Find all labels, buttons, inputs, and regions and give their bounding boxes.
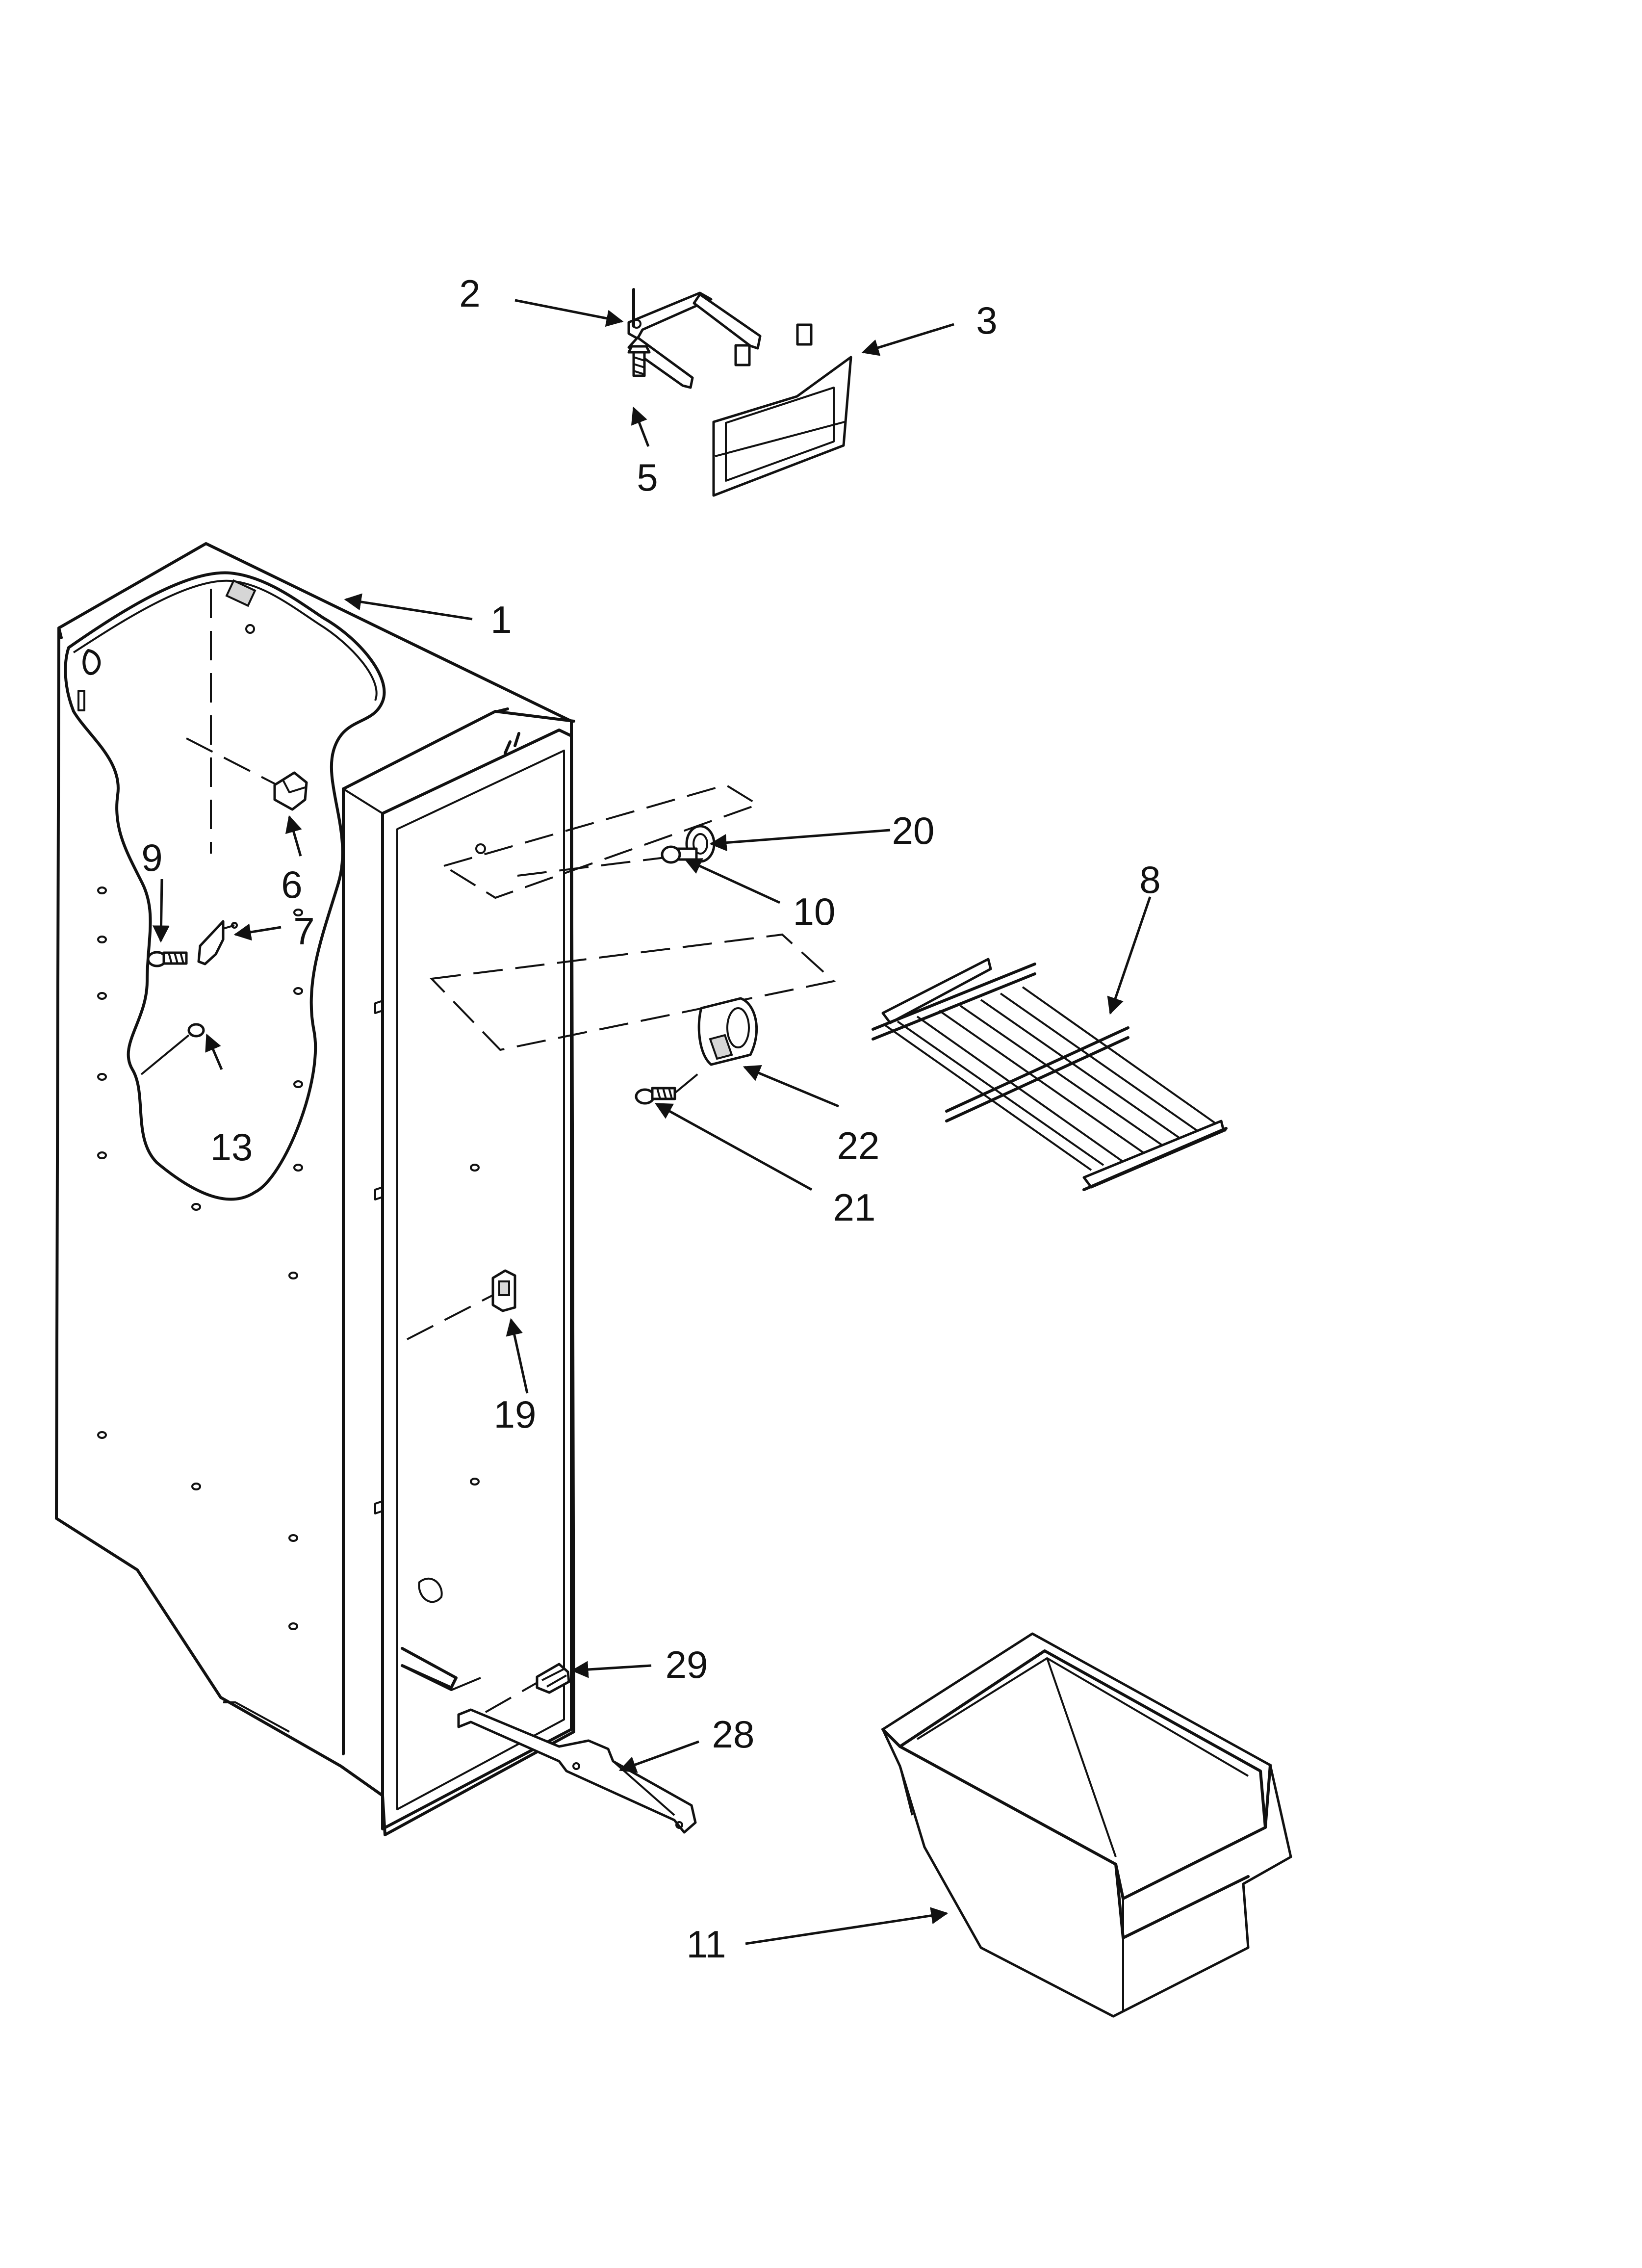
screw-part-10 bbox=[661, 845, 698, 864]
callout-11: 11 bbox=[687, 1923, 726, 1966]
screw-part-29 bbox=[536, 1663, 570, 1694]
liner-holes bbox=[97, 843, 486, 1630]
callout-19: 19 bbox=[494, 1393, 537, 1436]
callout-9: 9 bbox=[141, 836, 162, 879]
switch-part-19 bbox=[407, 1269, 516, 1340]
wire-shelf-part-8 bbox=[872, 958, 1228, 1191]
storage-bin-part-11 bbox=[881, 1632, 1292, 2018]
callout-21: 21 bbox=[833, 1186, 876, 1229]
callout-13: 13 bbox=[210, 1125, 253, 1169]
callout-6: 6 bbox=[281, 863, 302, 906]
shelf-bracket-part-2 bbox=[627, 288, 762, 389]
rail-part-28 bbox=[457, 1682, 697, 1834]
clip-part-6 bbox=[273, 771, 308, 811]
bracket-part-7 bbox=[197, 920, 238, 965]
callout-labels: 2 3 5 1 20 8 9 6 10 7 22 13 21 19 29 28 … bbox=[141, 272, 1160, 1966]
callout-7: 7 bbox=[293, 910, 314, 953]
callout-3: 3 bbox=[976, 299, 997, 342]
crisper-cover-part-3 bbox=[712, 323, 852, 497]
callout-29: 29 bbox=[666, 1643, 708, 1686]
screw-part-9 bbox=[147, 951, 188, 967]
callout-28: 28 bbox=[712, 1713, 755, 1756]
callout-2: 2 bbox=[459, 272, 480, 315]
callout-22: 22 bbox=[837, 1124, 880, 1167]
callout-5: 5 bbox=[637, 456, 658, 499]
callout-8: 8 bbox=[1139, 858, 1160, 901]
callout-1: 1 bbox=[490, 598, 512, 641]
screw-part-5 bbox=[627, 345, 651, 377]
shelf-support-part-22 bbox=[697, 997, 758, 1066]
screw-part-13 bbox=[140, 1023, 205, 1075]
leader-lines bbox=[153, 299, 1152, 1945]
screw-part-21 bbox=[635, 1066, 707, 1105]
cabinet-liner-part-1 bbox=[55, 542, 575, 1836]
callout-20: 20 bbox=[892, 809, 935, 852]
callout-10: 10 bbox=[793, 890, 836, 933]
